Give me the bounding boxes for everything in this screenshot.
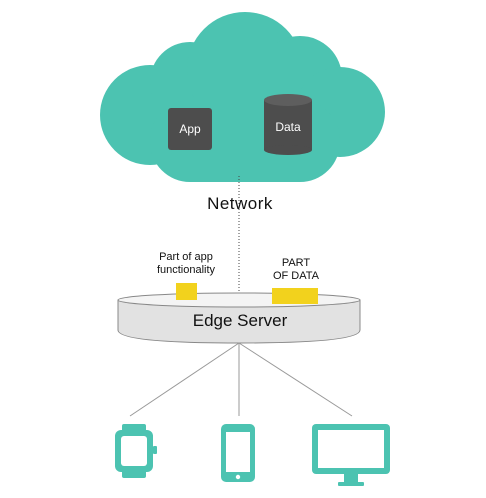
data-label: Data [275, 120, 301, 134]
app-box [168, 108, 212, 150]
part-of-data-label: PART OF DATA [262, 257, 330, 283]
edge-server-label: Edge Server [192, 311, 288, 330]
part-of-data-line1: PART [281, 257, 311, 269]
part-of-app-label: Part of app functionality [156, 251, 216, 276]
app-part-chip [176, 283, 197, 300]
app-label: App [179, 122, 201, 136]
device-links [129, 342, 353, 417]
smartphone-icon [221, 424, 255, 482]
part-of-data-line2: OF DATA [272, 270, 320, 282]
network-label: Network [207, 194, 273, 213]
data-part-chip [272, 288, 318, 304]
database-icon [264, 94, 312, 155]
monitor-icon [312, 424, 390, 486]
cloud-icon [100, 12, 385, 182]
smartwatch-icon [115, 424, 157, 478]
